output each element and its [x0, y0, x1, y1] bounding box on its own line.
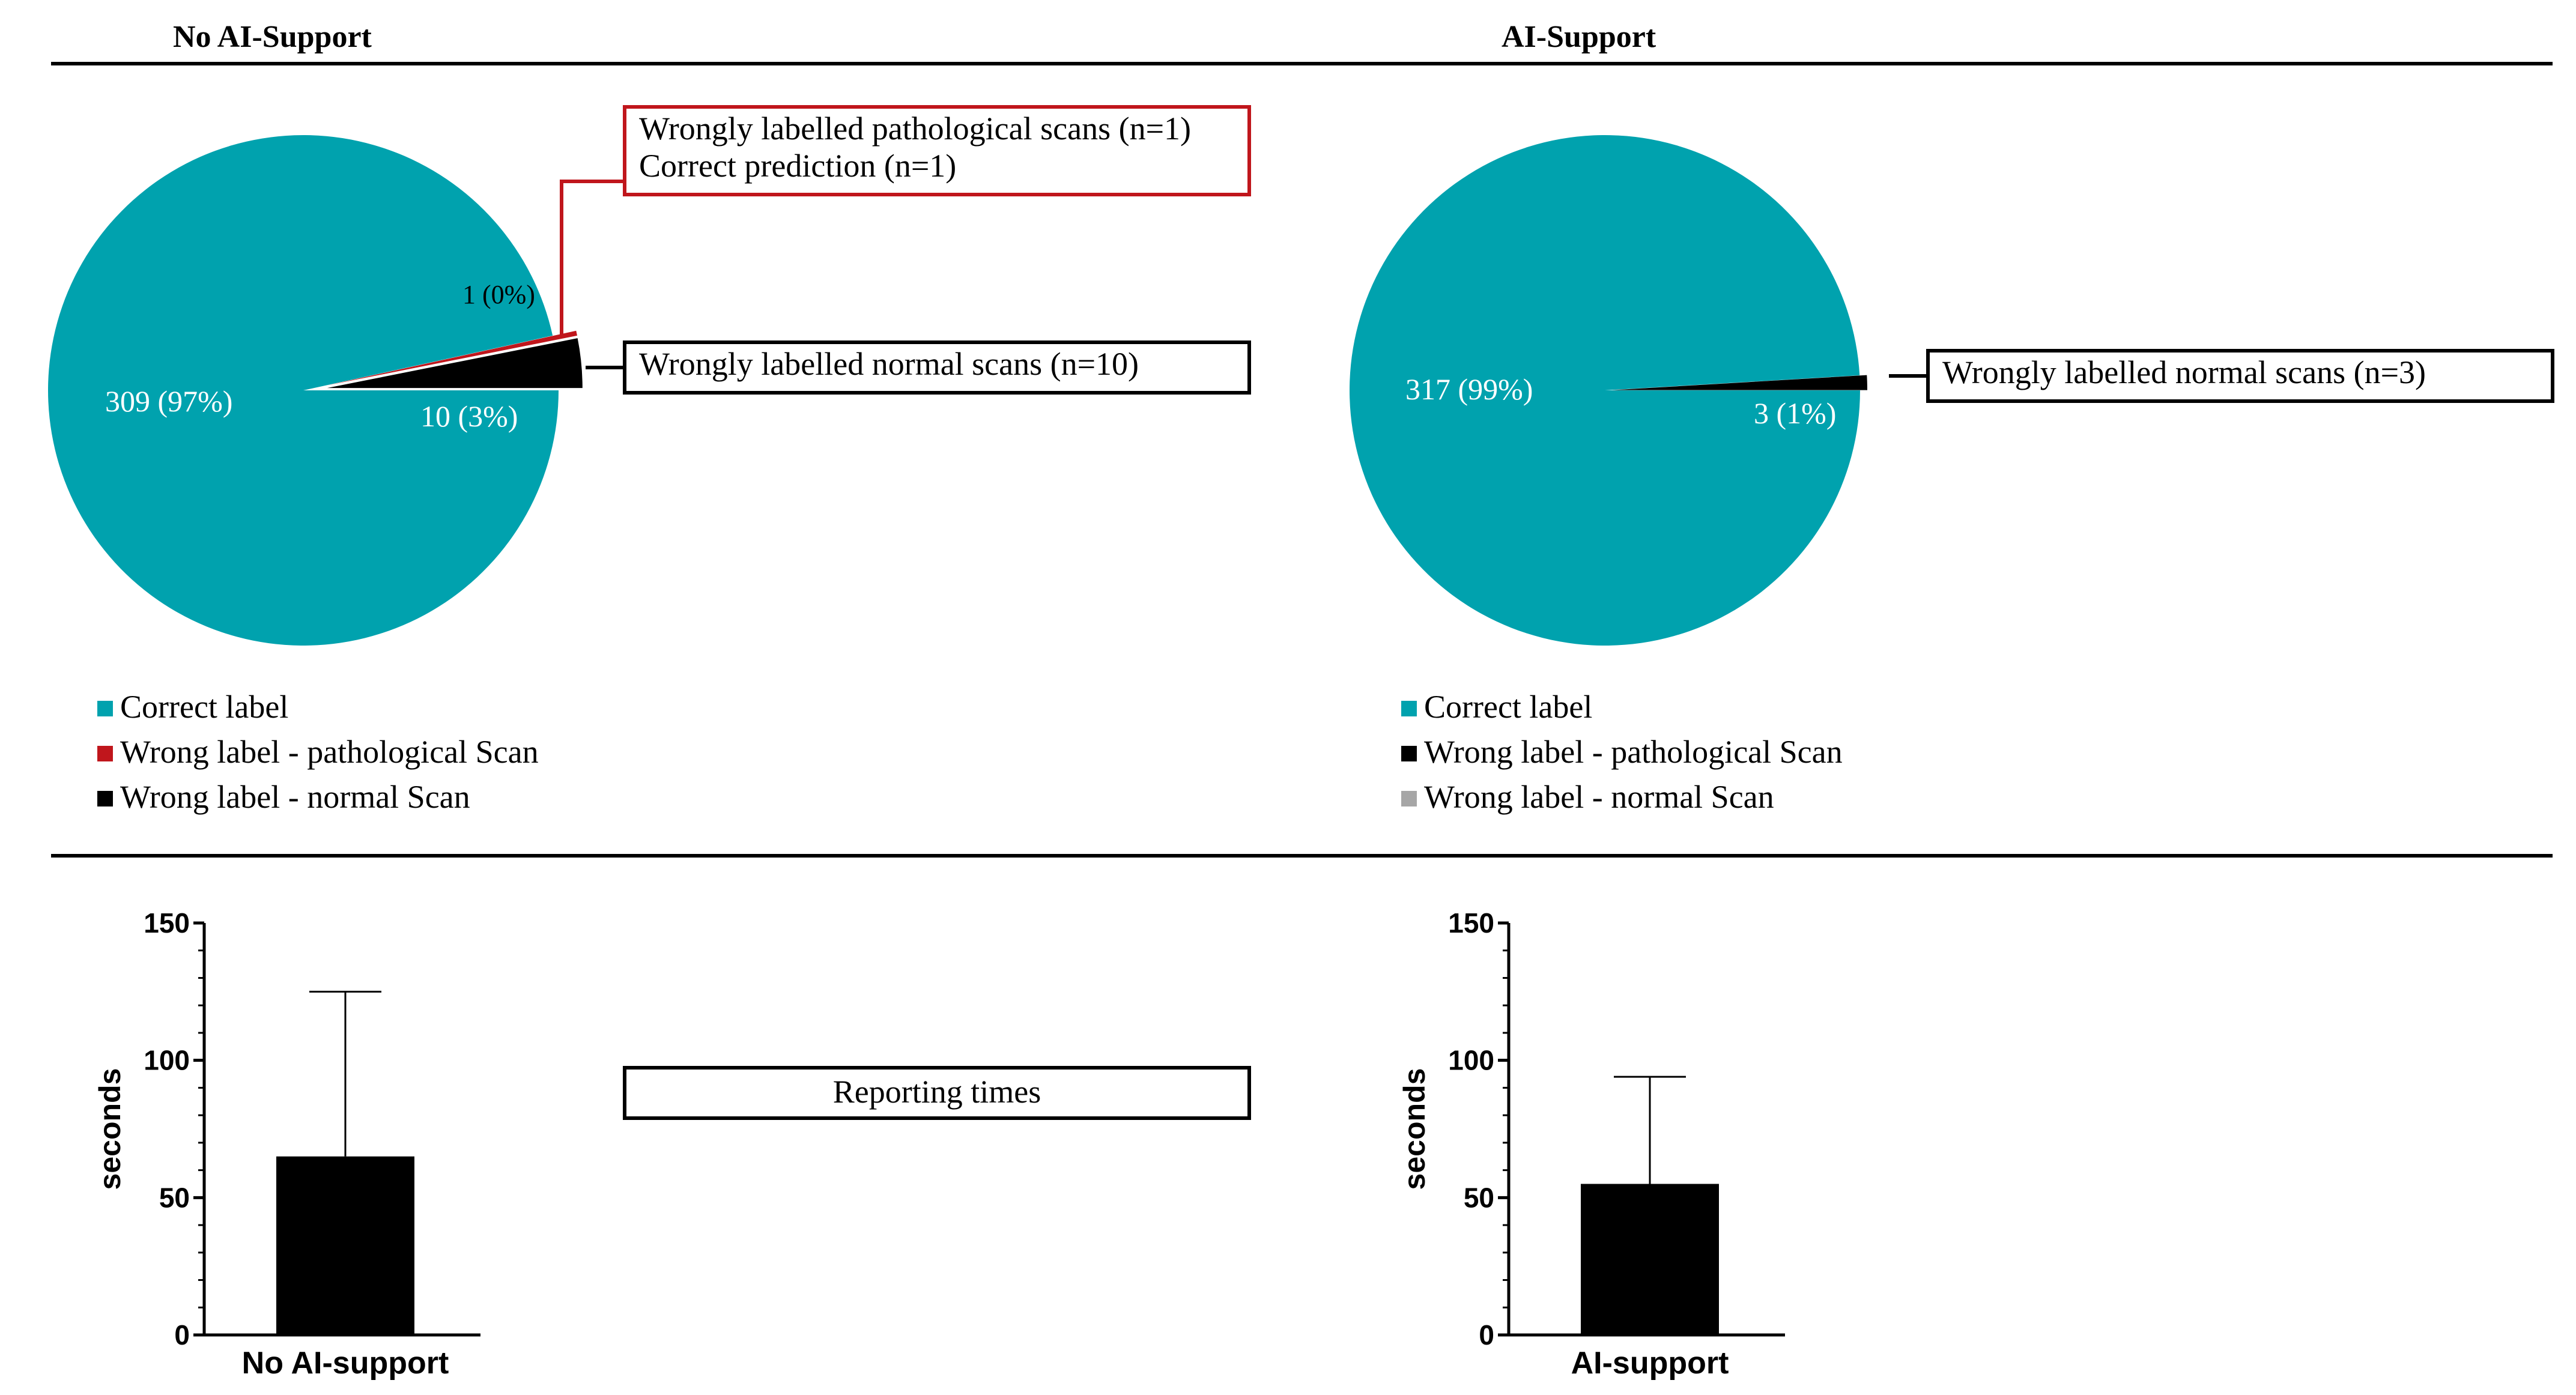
- annotation-text-2-1: Wrongly labelled normal scans (n=10): [639, 346, 1139, 382]
- pie-slice-correct-label: [47, 135, 559, 646]
- y-axis-label: seconds: [93, 1068, 127, 1190]
- legend-swatch-correct-label: [97, 701, 113, 716]
- x-category-label: No AI-support: [242, 1346, 449, 1381]
- reporting-times-box: [623, 1066, 1251, 1120]
- pie-label-3: 1 (0%): [462, 280, 535, 309]
- y-tick-label: 150: [144, 907, 190, 939]
- legend-label-correct-label: Correct label: [120, 689, 288, 725]
- y-tick-label: 150: [1448, 907, 1494, 939]
- annotation-text-1-1: Wrongly labelled normal scans (n=3): [1942, 354, 2426, 390]
- legend-swatch-wrong-label-normal-scan: [1401, 791, 1417, 806]
- y-tick-label: 50: [1464, 1182, 1494, 1213]
- y-tick-label: 0: [174, 1319, 190, 1351]
- y-tick-label: 0: [1479, 1319, 1494, 1351]
- pie-chart-ai: 317 (99%) 3 (1%) Wrongly labelled normal s…: [1349, 135, 2554, 646]
- legend-swatch-wrong-label-pathological-scan: [97, 746, 113, 761]
- pie-slice-correct-label: [1349, 135, 1860, 646]
- bar-no-ai-support: [276, 1156, 414, 1335]
- legend-label-correct-label: Correct label: [1424, 689, 1592, 725]
- pie-slice-wrong-label-pathological-scan: [327, 330, 577, 386]
- header-ai: AI-Support: [1502, 20, 1656, 54]
- bar-ai-support: [1581, 1184, 1719, 1335]
- legend-swatch-correct-label: [1401, 701, 1417, 716]
- legend-label-wrong-label-pathological-scan: Wrong label - pathological Scan: [120, 734, 539, 770]
- x-category-label: AI-support: [1571, 1346, 1729, 1381]
- pie-label-1: 309 (97%): [105, 384, 232, 418]
- annotation-box-1: [623, 105, 1251, 196]
- pie-slice-wrong-label-normal-scan: [327, 338, 583, 389]
- legend-label-wrong-label-normal-scan: Wrong label - normal Scan: [120, 779, 470, 815]
- legend-swatch-wrong-label-pathological-scan: [1401, 746, 1417, 761]
- y-tick-label: 100: [1448, 1045, 1494, 1076]
- header-no-ai: No AI-Support: [173, 20, 372, 54]
- legend-label-wrong-label-normal-scan: Wrong label - normal Scan: [1424, 779, 1774, 815]
- y-axis-label: seconds: [1398, 1068, 1431, 1190]
- pie-label-1: 317 (99%): [1405, 372, 1533, 406]
- y-tick-label: 50: [159, 1182, 190, 1213]
- pie-label-2: 10 (3%): [420, 399, 518, 433]
- annotation-text-1-2: Correct prediction (n=1): [639, 148, 956, 184]
- bar-chart-no-ai: 0 50 100 150 seconds No AI-support: [93, 907, 480, 1381]
- legend-label-wrong-label-pathological-scan: Wrong label - pathological Scan: [1424, 734, 1843, 770]
- annotation-text-1-1: Wrongly labelled pathological scans (n=1…: [639, 110, 1191, 147]
- pie-slice-wrong-label-normal-scan: [1611, 375, 1867, 390]
- annotation-leader-1: [560, 180, 625, 336]
- y-tick-label: 100: [144, 1045, 190, 1076]
- reporting-times-label: Reporting times: [833, 1074, 1041, 1110]
- pie-chart-no-ai: 309 (97%) 10 (3%) 1 (0%) Wrongly labelled p…: [47, 105, 1251, 646]
- legend-swatch-wrong-label-normal-scan: [97, 791, 113, 806]
- pie-label-2: 3 (1%): [1754, 396, 1836, 430]
